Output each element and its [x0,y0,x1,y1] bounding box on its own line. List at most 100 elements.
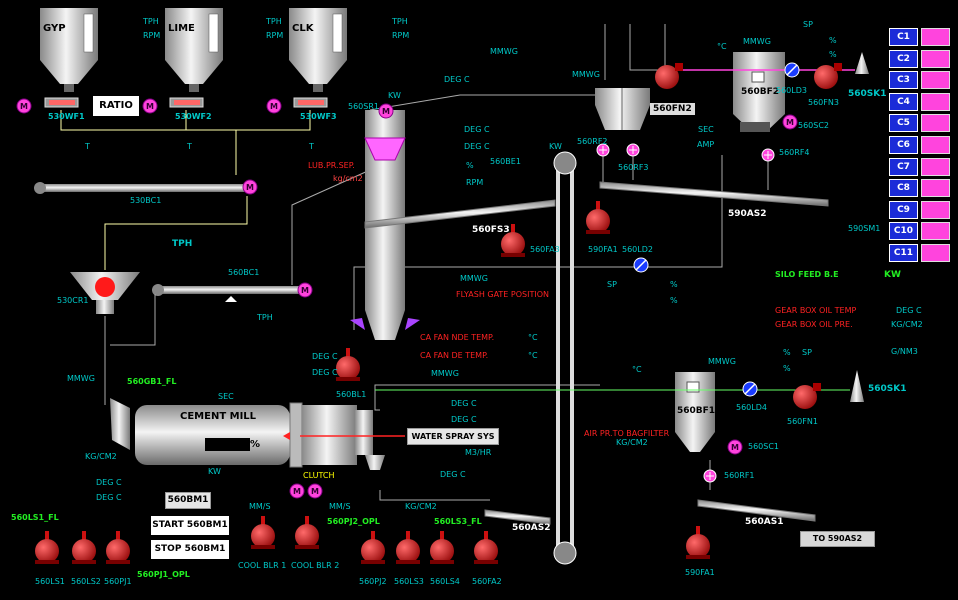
pump-icon[interactable] [474,531,498,564]
pump-icon[interactable] [501,224,525,257]
unit-degc-sym: °C [632,365,642,374]
fan-icon[interactable] [793,383,821,409]
damper-icon[interactable] [784,62,800,78]
cell-tile-c8[interactable]: C8 [889,179,918,198]
pump-icon[interactable] [396,531,420,564]
pump-icon[interactable] [251,516,275,549]
cell-tile-c3[interactable]: C3 [889,71,918,90]
cell-tile-c4[interactable]: C4 [889,92,918,111]
cell-tile-c1[interactable]: C1 [889,28,918,46]
unit-kgcm2: KG/CM2 [85,452,117,461]
tag-560gb1-fl: 560GB1_FL [127,377,177,386]
unit-degc: DEG C [96,478,122,487]
fan-icon[interactable] [814,63,842,89]
unit-pct: % [670,280,678,289]
pump-icon[interactable] [106,531,130,564]
cell-tile-c10[interactable]: C10 [889,222,918,241]
pumps-layer [35,201,710,564]
motor-icon[interactable]: M [378,103,394,119]
water-spray-button[interactable]: WATER SPRAY SYS [407,428,499,445]
pump-icon[interactable] [72,531,96,564]
pump-label: 560LS3 [394,577,424,586]
unit-mmwg: MMWG [67,374,95,383]
unit-t: T [309,142,314,151]
unit-degc: DEG C [312,368,338,377]
pump-label: 560FA2 [472,577,502,586]
tag-560ls1-fl: 560LS1_FL [11,513,59,522]
motor-letter: M [246,183,254,192]
tag-560bc1: 560BC1 [228,268,260,277]
fan-icon[interactable] [655,63,683,89]
unit-t: T [187,142,192,151]
clutch-label: CLUTCH [303,471,335,480]
cell-status-indicator [921,179,950,198]
pump-icon[interactable] [430,531,454,564]
motor-icon[interactable]: M [242,179,258,195]
pump-label: 560LS1 [35,577,65,586]
pump-icon[interactable] [295,516,319,549]
rotary-feeder-icon[interactable] [596,143,610,157]
unit-mmwg: MMWG [743,37,771,46]
unit-degc: DEG C [440,470,466,479]
to-590as2-button[interactable]: TO 590AS2 [800,531,875,547]
cell-tile-c6[interactable]: C6 [889,136,918,154]
cell-tile-c5[interactable]: C5 [889,114,918,133]
tag-560pj2-opl: 560PJ2_OPL [327,517,380,526]
motor-icon[interactable]: M [266,98,282,114]
unit-amp: AMP [697,140,715,149]
motor-icon[interactable]: M [307,483,323,499]
air-slide-560as2 [484,509,551,525]
rotary-feeder-icon[interactable] [626,143,640,157]
conveyor-560fs3 [364,199,556,229]
motor-icon[interactable]: M [16,98,32,114]
stack-560sk1-top [855,52,869,74]
unit-degc: DEG C [464,125,490,134]
pump-label: 560LS2 [71,577,101,586]
motor-icon[interactable]: M [142,98,158,114]
unit-t: T [85,142,90,151]
rotary-feeder-icon[interactable] [761,148,775,162]
unit-pct: % [670,296,678,305]
cell-status-indicator [921,92,950,111]
stack-560sk1-mid [850,370,864,402]
unit-degc-sym: °C [717,42,727,51]
unit-sec: SEC [698,125,714,134]
motor-icon[interactable]: M [727,439,743,455]
tag-560fn2: 560FN2 [650,103,695,115]
motor-letter: M [146,102,154,111]
yellow-feed-pipes [60,110,311,270]
fans-layer [596,62,842,483]
damper-icon[interactable] [742,381,758,397]
cell-status-indicator [921,49,950,68]
motor-letter: M [20,102,28,111]
motor-icon[interactable]: M [782,114,798,130]
unit-sp: SP [803,20,813,29]
motor-icon[interactable]: M [297,282,313,298]
rotary-feeder-icon[interactable] [703,469,717,483]
start-560bm1-button[interactable]: START 560BM1 [151,516,229,535]
pump-icon[interactable] [586,201,610,234]
stop-560bm1-button[interactable]: STOP 560BM1 [151,540,229,559]
tag-560bl1: 560BL1 [336,390,367,399]
tag-560sc2: 560SC2 [798,121,830,130]
silo-label-gyp: GYP [43,23,66,34]
motor-icon[interactable]: M [289,483,305,499]
cell-tile-c7[interactable]: C7 [889,157,918,176]
motor-letter: M [293,487,301,496]
gear-oil-temp-label: GEAR BOX OIL TEMP [775,306,857,315]
tag-560ls3-fl: 560LS3_FL [434,517,482,526]
cell-tile-c2[interactable]: C2 [889,49,918,68]
cell-tile-c9[interactable]: C9 [889,200,918,219]
pump-icon[interactable] [361,531,385,564]
unit-degc: DEG C [464,142,490,151]
cell-tile-c11[interactable]: C11 [889,244,918,262]
pump-icon[interactable] [336,348,360,381]
damper-icon[interactable] [633,257,649,273]
tag-560fn3: 560FN3 [808,98,839,107]
pump-icon[interactable] [35,531,59,564]
unit-sp: SP [802,348,812,357]
unit-pct: % [466,161,474,170]
unit-sp: SP [607,280,617,289]
pump-icon[interactable] [686,526,710,559]
ratio-button[interactable]: RATIO [93,96,139,116]
